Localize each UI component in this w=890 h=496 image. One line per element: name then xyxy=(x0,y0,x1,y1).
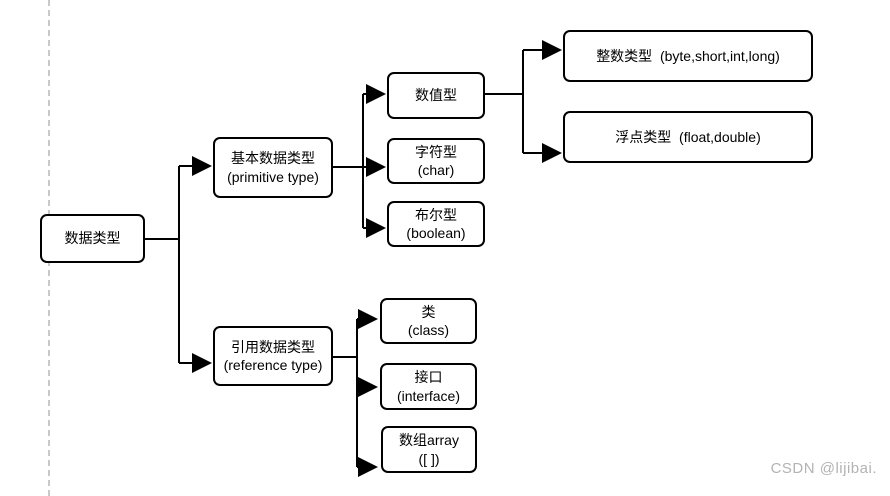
watermark: CSDN @lijibai. xyxy=(770,460,877,477)
node-numeric-type: 数值型 xyxy=(387,72,485,119)
node-label-line1: 浮点类型 (float,double) xyxy=(615,128,761,145)
node-label-line1: 字符型 xyxy=(415,143,457,160)
node-boolean-type: 布尔型 (boolean) xyxy=(387,201,485,247)
node-label-line2: (char) xyxy=(417,162,455,178)
node-data-type: 数据类型 xyxy=(40,214,145,263)
node-label-line2: (reference type) xyxy=(223,357,323,373)
node-label-line2: (interface) xyxy=(396,387,461,404)
connector-trunks xyxy=(145,50,524,467)
node-label-line1: 布尔型 xyxy=(415,206,457,223)
node-integer-type: 整数类型 (byte,short,int,long) xyxy=(563,30,813,82)
node-label-line2: (class) xyxy=(407,322,450,338)
node-label-line2: (boolean) xyxy=(406,225,466,241)
node-primitive-type: 基本数据类型 (primitive type) xyxy=(213,137,333,198)
node-label-line2: ([ ]) xyxy=(418,450,440,467)
node-label-line1: 类 xyxy=(421,303,436,320)
node-class-type: 类 (class) xyxy=(380,298,477,344)
node-label-line2: (primitive type) xyxy=(227,168,319,185)
node-label-line1: 引用数据类型 xyxy=(231,338,315,355)
node-array-type: 数组array ([ ]) xyxy=(381,426,477,473)
node-label-line1: 整数类型 (byte,short,int,long) xyxy=(596,47,780,64)
node-label-line1: 数据类型 xyxy=(64,230,121,247)
node-interface-type: 接口 (interface) xyxy=(380,363,477,410)
node-label-line1: 数组array xyxy=(399,432,459,449)
node-label-line1: 接口 xyxy=(414,369,443,386)
node-reference-type: 引用数据类型 (reference type) xyxy=(213,326,333,386)
node-label-line1: 数值型 xyxy=(415,87,457,104)
node-char-type: 字符型 (char) xyxy=(387,138,485,184)
node-float-type: 浮点类型 (float,double) xyxy=(563,111,813,163)
node-label-line1: 基本数据类型 xyxy=(231,150,315,167)
